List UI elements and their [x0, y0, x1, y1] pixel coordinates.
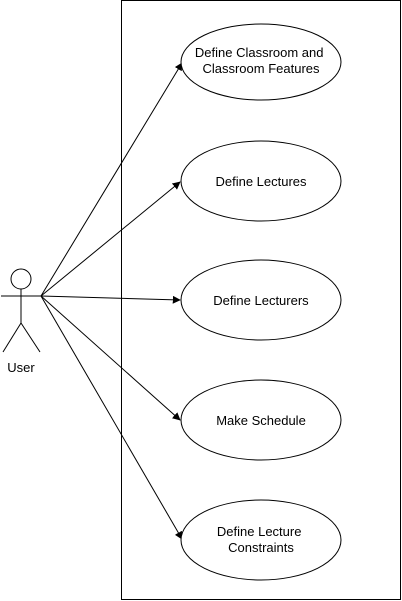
association-arrow [40, 295, 181, 421]
use-case-define-lecturers: Define Lecturers [180, 259, 342, 341]
actor-label: User [7, 360, 35, 375]
use-case-ellipse [180, 140, 342, 222]
use-case-ellipse [180, 259, 342, 341]
associations [40, 62, 183, 540]
use-case-label: Define Classroom and Classroom Features [195, 45, 327, 76]
use-case-label: Make Schedule [216, 413, 306, 428]
association-arrow [40, 181, 181, 297]
actor-left-leg [2, 322, 22, 353]
actor-head [10, 268, 32, 290]
association-arrow [40, 62, 183, 297]
use-case-define-lecture-constraints: Define Lecture Constraints [180, 499, 342, 581]
use-case-ellipse [180, 499, 342, 581]
use-case-define-lectures: Define Lectures [180, 140, 342, 222]
association-arrow [40, 295, 181, 304]
use-case-label: Define Lecturers [213, 293, 309, 308]
use-case-make-schedule: Make Schedule [180, 379, 342, 461]
use-case-label: Define Lectures [215, 174, 307, 189]
association-arrow [40, 295, 183, 540]
actor: User [1, 268, 41, 375]
use-case-ellipse [180, 379, 342, 461]
actor-right-leg [20, 322, 41, 353]
use-case-ellipse [180, 23, 342, 101]
use-case-define-classroom: Define Classroom and Classroom Features [180, 23, 342, 101]
use-case-label: Define Lecture Constraints [217, 524, 305, 555]
